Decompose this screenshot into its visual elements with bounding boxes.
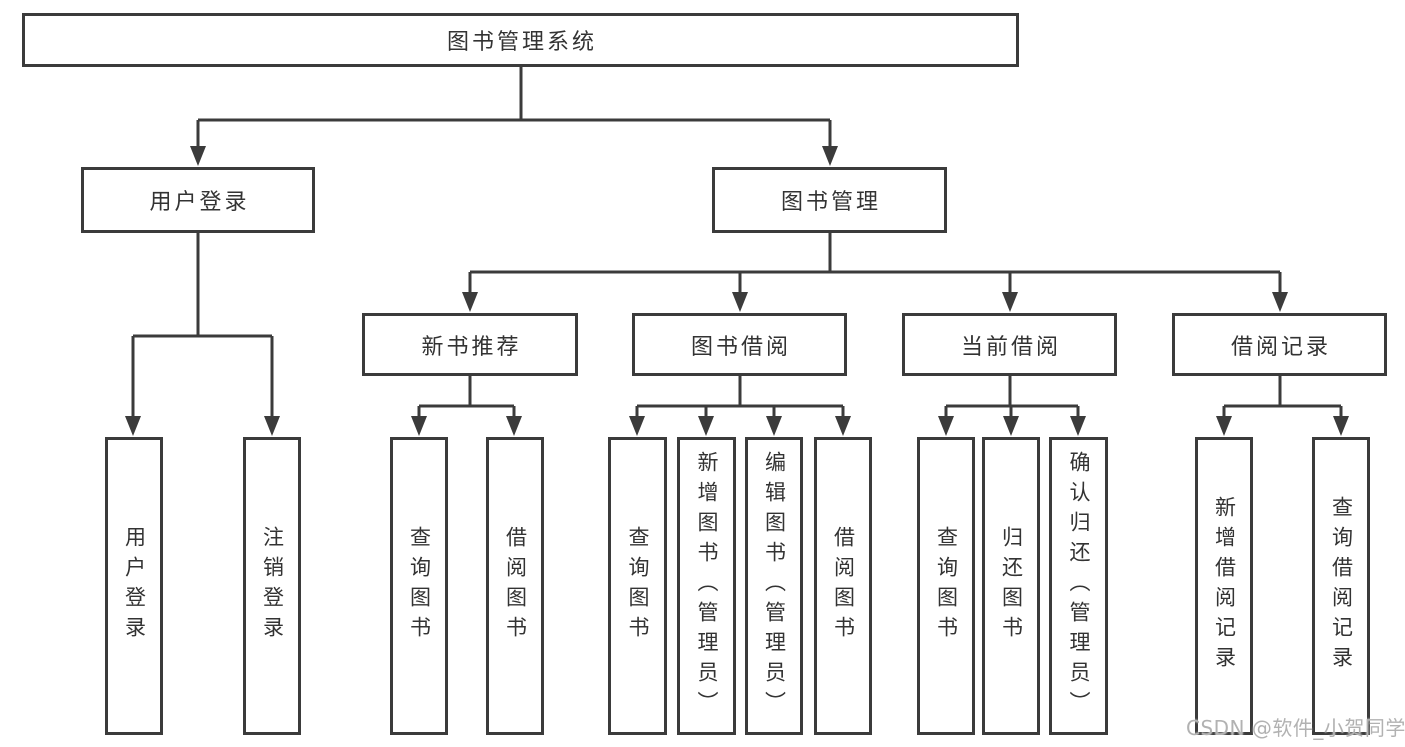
- node-nbr-query-books: 查询图书: [390, 437, 448, 735]
- node-logout-action: 注销登录: [243, 437, 301, 735]
- node-br-add-record: 新增借阅记录: [1195, 437, 1253, 735]
- node-bb-query-books: 查询图书: [608, 437, 667, 735]
- node-borrowing-records: 借阅记录: [1172, 313, 1387, 376]
- node-br-query-record: 查询借阅记录: [1312, 437, 1370, 735]
- node-book-borrowing: 图书借阅: [632, 313, 847, 376]
- node-user-login-action: 用户登录: [105, 437, 163, 735]
- node-user-login: 用户登录: [81, 167, 315, 233]
- node-root: 图书管理系统: [22, 13, 1019, 67]
- node-cb-confirm-return-admin: 确认归还（管理员）: [1049, 437, 1108, 735]
- node-cb-query-books: 查询图书: [917, 437, 975, 735]
- node-nbr-borrow-books: 借阅图书: [486, 437, 544, 735]
- node-bb-add-books-admin: 新增图书（管理员）: [677, 437, 736, 735]
- node-cb-return-books: 归还图书: [982, 437, 1040, 735]
- node-book-management: 图书管理: [712, 167, 947, 233]
- csdn-watermark: CSDN @软件_小贺同学: [1186, 716, 1405, 740]
- node-bb-edit-books-admin: 编辑图书（管理员）: [745, 437, 803, 735]
- node-current-borrowing: 当前借阅: [902, 313, 1117, 376]
- node-new-book-recommendation: 新书推荐: [362, 313, 578, 376]
- node-bb-borrow-books: 借阅图书: [814, 437, 872, 735]
